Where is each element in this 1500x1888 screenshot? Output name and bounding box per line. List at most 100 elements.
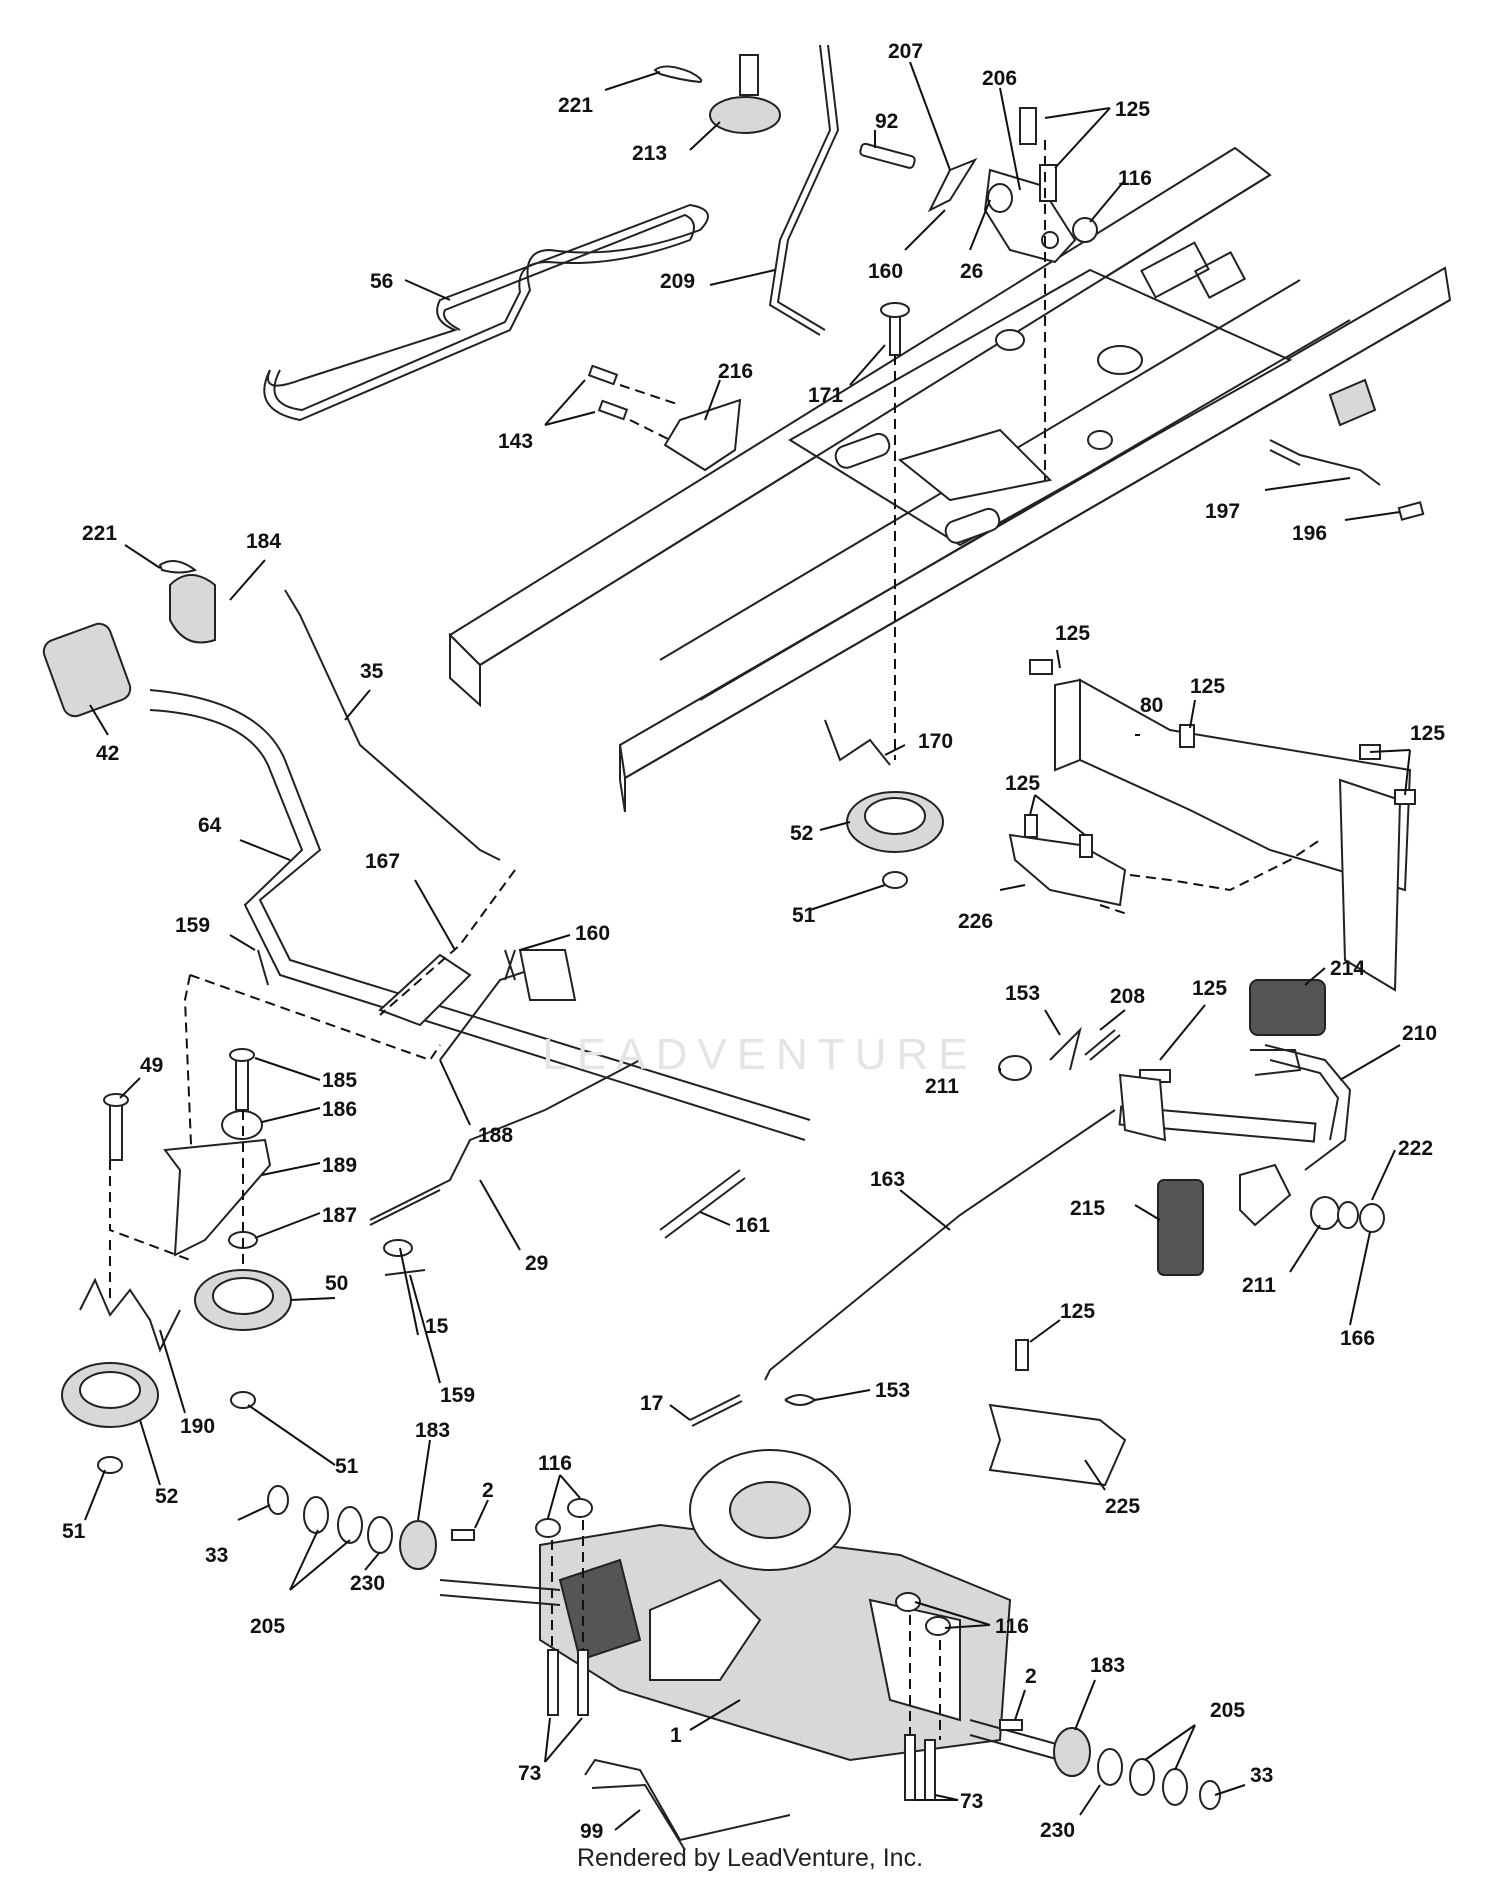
callout-33b: 33: [1250, 1764, 1273, 1787]
clip-153b: [784, 1394, 817, 1406]
callout-2b: 2: [1025, 1665, 1037, 1688]
callout-188: 188: [478, 1124, 513, 1147]
callout-labels: 221 213 207 206 125 92 116 56 160 26 209…: [62, 40, 1445, 1843]
callout-185: 185: [322, 1069, 357, 1092]
callout-214: 214: [1330, 957, 1365, 980]
callout-160b: 160: [575, 922, 610, 945]
callout-116b: 116: [538, 1452, 572, 1475]
spring-190: [79, 1277, 181, 1353]
washer-211b: [1310, 1196, 1340, 1230]
drive-belt-56: [263, 203, 709, 422]
callout-42: 42: [96, 742, 119, 765]
callout-51c: 51: [62, 1520, 86, 1543]
callout-56: 56: [370, 270, 393, 293]
callout-50: 50: [325, 1272, 348, 1295]
callout-92: 92: [875, 110, 898, 133]
shift-rod-209: [768, 44, 840, 336]
callout-125b: 125: [1055, 622, 1090, 645]
nut-116c1: [895, 1592, 921, 1612]
callout-189: 189: [322, 1154, 357, 1177]
callout-33: 33: [205, 1544, 228, 1567]
callout-143: 143: [498, 430, 533, 453]
nut-116c2: [925, 1616, 951, 1636]
callout-211: 211: [925, 1075, 959, 1098]
callout-221: 221: [558, 94, 593, 117]
clip-33b: [1199, 1780, 1221, 1810]
rod-29: [369, 1059, 641, 1226]
bolt-125a: [1019, 107, 1037, 145]
callout-215: 215: [1070, 1197, 1105, 1220]
callout-116c: 116: [995, 1615, 1029, 1638]
callout-225: 225: [1105, 1495, 1140, 1518]
transaxle-1: [439, 1449, 1061, 1762]
rod-163: [764, 1109, 1116, 1381]
callout-197: 197: [1205, 500, 1240, 523]
callout-73b: 73: [960, 1790, 983, 1813]
pin-159a: [257, 949, 269, 986]
clip-33a: [267, 1485, 289, 1515]
callout-153: 153: [1005, 982, 1040, 1005]
callout-1: 1: [670, 1724, 682, 1747]
callout-125d: 125: [1410, 722, 1445, 745]
washer-166: [1359, 1203, 1385, 1233]
spring-17: [689, 1394, 743, 1427]
callout-196: 196: [1292, 522, 1327, 545]
callout-26: 26: [960, 260, 983, 283]
bracket-225: [988, 1403, 1127, 1487]
rod-197: [1269, 439, 1381, 486]
bracket-80: [1079, 678, 1412, 892]
callout-125f: 125: [1192, 977, 1227, 1000]
callout-52b: 52: [155, 1485, 178, 1508]
callout-206: 206: [982, 67, 1017, 90]
bearing-183b: [1053, 1727, 1091, 1777]
spring-208: [1084, 1029, 1121, 1061]
nut-51c: [97, 1456, 123, 1474]
bolt-73a: [547, 1649, 559, 1716]
callout-125: 125: [1115, 98, 1150, 121]
callout-184: 184: [246, 530, 281, 553]
callout-163: 163: [870, 1168, 905, 1191]
washer-230a: [367, 1516, 393, 1554]
washer-205d: [1162, 1768, 1188, 1806]
nut-51b: [230, 1391, 256, 1409]
callout-171: 171: [808, 384, 843, 407]
pedal-arm-210: [1264, 1044, 1352, 1171]
footer-credit: Rendered by LeadVenture, Inc.: [576, 1844, 924, 1872]
washer-222: [1337, 1201, 1359, 1229]
callout-64: 64: [198, 814, 222, 837]
nut-116b1: [535, 1518, 561, 1538]
bolt-49: [109, 1099, 123, 1161]
bracket-216: [663, 398, 742, 472]
callout-221b: 221: [82, 522, 117, 545]
bracket-167: [378, 953, 472, 1027]
callout-116: 116: [1118, 167, 1152, 190]
clip-221b: [158, 560, 198, 574]
washer-230b: [1097, 1748, 1123, 1786]
grip-42: [42, 622, 132, 718]
callout-17: 17: [640, 1392, 663, 1415]
bracket-226: [1008, 833, 1127, 907]
callout-125e: 125: [1005, 772, 1040, 795]
callout-99: 99: [580, 1820, 603, 1843]
rod-35: [284, 589, 501, 861]
callout-2: 2: [482, 1479, 494, 1502]
callout-15: 15: [425, 1315, 449, 1338]
washer-205c: [1129, 1758, 1155, 1796]
callout-167: 167: [365, 850, 400, 873]
bearing-183a: [399, 1520, 437, 1570]
callout-161: 161: [735, 1214, 770, 1237]
lever-207: [927, 157, 978, 213]
knob-213: [709, 96, 781, 134]
callout-230b: 230: [1040, 1819, 1075, 1842]
pin-160b: [504, 949, 516, 981]
bolt-125c: [1029, 659, 1053, 675]
callout-210: 210: [1402, 1022, 1437, 1045]
callout-49: 49: [140, 1054, 163, 1077]
washer-26: [987, 183, 1013, 213]
key-2a: [451, 1529, 475, 1541]
callout-205b: 205: [1210, 1699, 1245, 1722]
nut-51a: [882, 871, 908, 889]
spring-161: [659, 1169, 746, 1239]
callout-187: 187: [322, 1204, 357, 1227]
